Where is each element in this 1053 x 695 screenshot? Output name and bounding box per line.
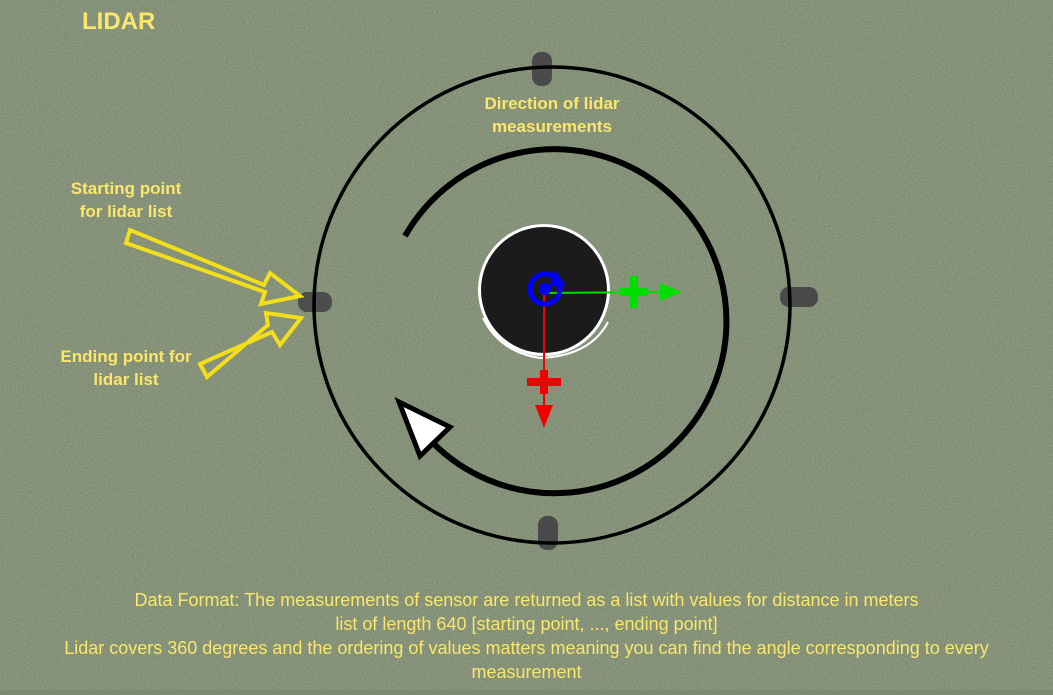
obstacle-post-right: [780, 287, 818, 307]
data-format-description: Data Format: The measurements of sensor …: [0, 588, 1053, 684]
end-point-label: Ending point for lidar list: [46, 345, 206, 391]
end-point-label-line2: lidar list: [93, 370, 159, 389]
start-point-label-line2: for lidar list: [79, 202, 173, 221]
description-line-1: Data Format: The measurements of sensor …: [134, 590, 919, 610]
page-title: LIDAR: [82, 8, 156, 35]
start-point-label-line1: Starting point: [70, 179, 182, 198]
start-point-label: Starting point for lidar list: [46, 177, 206, 223]
direction-label: Direction of lidar measurements: [468, 92, 636, 138]
description-line-3: Lidar covers 360 degrees and the orderin…: [64, 638, 989, 658]
obstacle-post-top: [532, 52, 552, 86]
description-line-2: list of length 640 [starting point, ...,…: [335, 614, 718, 634]
direction-label-line2: measurements: [491, 117, 612, 136]
description-line-4: measurement: [471, 662, 582, 682]
end-point-label-line1: Ending point for: [60, 347, 192, 366]
end-hollow-arrow-icon: [197, 310, 305, 381]
start-hollow-arrow-icon: [123, 227, 305, 307]
circular-arrow-icon: [394, 146, 730, 497]
lidar-range-circle: [312, 65, 792, 545]
direction-label-line1: Direction of lidar: [484, 94, 620, 113]
obstacle-post-bottom: [538, 516, 558, 550]
axes-icon: [527, 270, 682, 428]
